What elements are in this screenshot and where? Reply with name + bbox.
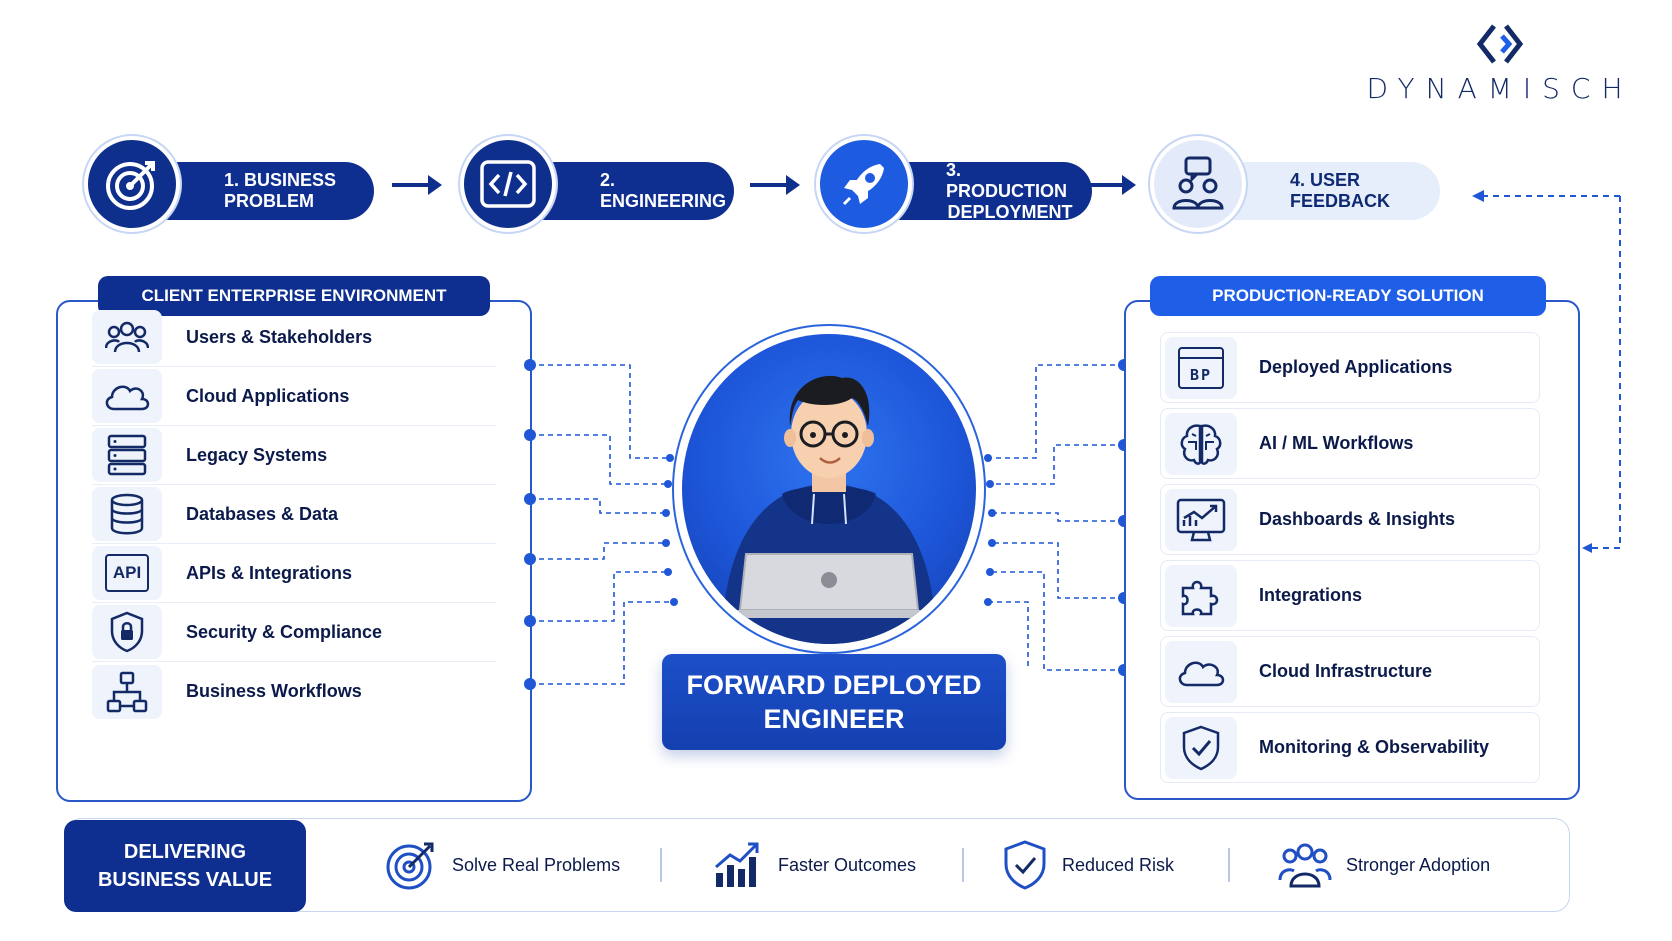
- list-item: BP Deployed Applications: [1160, 332, 1540, 403]
- list-item-label: APIs & Integrations: [186, 562, 353, 583]
- value-item: Stronger Adoption: [1278, 836, 1490, 894]
- list-item: Integrations: [1160, 560, 1540, 631]
- list-item-label: Business Workflows: [186, 681, 362, 701]
- feedback-loop-connector: [1472, 190, 1621, 553]
- chart-monitor-icon: [1165, 488, 1237, 551]
- cloud-icon: [92, 369, 162, 423]
- server-icon: [92, 428, 162, 482]
- list-item: Cloud Applications: [92, 367, 496, 426]
- value-bar: [66, 818, 1570, 912]
- flow-arrow: [392, 175, 442, 195]
- users-icon: [92, 310, 162, 364]
- database-icon: [92, 487, 162, 541]
- list-item-label: Cloud Infrastructure: [1259, 661, 1433, 681]
- list-item-label: Security & Compliance: [186, 621, 383, 642]
- fde-title-line1: FORWARD DEPLOYED: [686, 670, 982, 700]
- list-item-label: Deployed Applications: [1259, 357, 1453, 377]
- list-item: Cloud Infrastructure: [1160, 636, 1540, 707]
- target-icon: [84, 136, 180, 232]
- divider: [660, 848, 662, 882]
- app-window-icon-text: BP: [1189, 365, 1213, 384]
- list-item: Databases & Data: [92, 485, 496, 544]
- list-item-label: Cloud Applications: [186, 385, 350, 406]
- puzzle-icon: [1165, 564, 1237, 627]
- list-item: AI / ML Workflows: [1160, 408, 1540, 479]
- list-item: Monitoring & Observability: [1160, 712, 1540, 783]
- list-item-label: Users & Stakeholders: [186, 326, 373, 347]
- list-item-label: Monitoring & Observability: [1259, 737, 1490, 757]
- brain-icon: [1165, 412, 1237, 475]
- brand-logo: DYNAMISCH: [1350, 20, 1650, 110]
- value-item: Faster Outcomes: [712, 836, 916, 894]
- flow-arrow: [1086, 175, 1136, 195]
- solution-title: PRODUCTION-READY SOLUTION: [1150, 276, 1546, 316]
- list-item-label: AI / ML Workflows: [1259, 433, 1414, 453]
- shield-check-icon: [1004, 840, 1046, 890]
- step-production-deployment: 3. PRODUCTION DEPLOYMENT: [816, 136, 1106, 232]
- value-item-label: Faster Outcomes: [778, 854, 917, 875]
- list-item-label: Databases & Data: [186, 503, 339, 524]
- shield-lock-icon: [92, 605, 162, 659]
- left-connectors: [524, 359, 678, 690]
- client-environment-title: CLIENT ENTERPRISE ENVIRONMENT: [98, 276, 490, 316]
- right-connectors: [984, 359, 1130, 676]
- list-item: Legacy Systems: [92, 426, 496, 485]
- shield-check-icon: [1165, 716, 1237, 779]
- value-item-label: Stronger Adoption: [1346, 854, 1491, 875]
- forward-deployed-engineer-label: FORWARD DEPLOYED ENGINEER: [662, 654, 1006, 750]
- solution-list: BP Deployed Applications AI / ML Workflo…: [1160, 332, 1540, 788]
- divider: [1228, 848, 1230, 882]
- list-item: API APIs & Integrations: [92, 544, 496, 603]
- value-item-label: Reduced Risk: [1062, 854, 1175, 875]
- app-window-icon: BP: [1165, 336, 1237, 399]
- chevron-brackets-icon: [1476, 24, 1524, 64]
- list-item: Business Workflows: [92, 662, 496, 721]
- list-item-label: Legacy Systems: [186, 444, 328, 465]
- list-item-label: Integrations: [1259, 585, 1363, 605]
- value-title-line2: BUSINESS VALUE: [97, 869, 273, 891]
- value-title-line1: DELIVERING: [123, 841, 247, 863]
- client-environment-list: Users & Stakeholders Cloud Applications …: [92, 308, 496, 721]
- divider: [962, 848, 964, 882]
- users-chat-icon: [1150, 136, 1246, 232]
- step-label-line1: 3. PRODUCTION: [946, 159, 1067, 201]
- value-item-label: Solve Real Problems: [452, 854, 621, 875]
- cloud-icon: [1165, 640, 1237, 703]
- value-title: DELIVERING BUSINESS VALUE: [64, 820, 306, 912]
- rocket-icon: [816, 136, 912, 232]
- flow-arrow: [750, 175, 800, 195]
- team-icon: [1278, 843, 1332, 888]
- step-label-line2: DEPLOYMENT: [947, 201, 1073, 222]
- list-item: Dashboards & Insights: [1160, 484, 1540, 555]
- api-icon-text: API: [105, 554, 149, 592]
- step-engineering: 2. ENGINEERING: [460, 136, 740, 232]
- code-icon: [460, 136, 556, 232]
- workflow-icon: [92, 664, 162, 719]
- list-item: Security & Compliance: [92, 603, 496, 662]
- value-item: Reduced Risk: [1002, 836, 1174, 894]
- value-item: Solve Real Problems: [384, 836, 620, 894]
- target-icon: [386, 842, 434, 890]
- step-user-feedback: 4. USER FEEDBACK: [1150, 136, 1450, 232]
- api-icon: API: [92, 546, 162, 600]
- list-item-label: Dashboards & Insights: [1259, 509, 1456, 529]
- growth-chart-icon: [715, 842, 759, 887]
- brand-name: DYNAMISCH: [1366, 72, 1634, 105]
- engineer-illustration: [682, 334, 976, 644]
- step-business-problem: 1. BUSINESS PROBLEM: [84, 136, 384, 232]
- list-item: Users & Stakeholders: [92, 308, 496, 367]
- fde-title-line2: ENGINEER: [763, 704, 905, 734]
